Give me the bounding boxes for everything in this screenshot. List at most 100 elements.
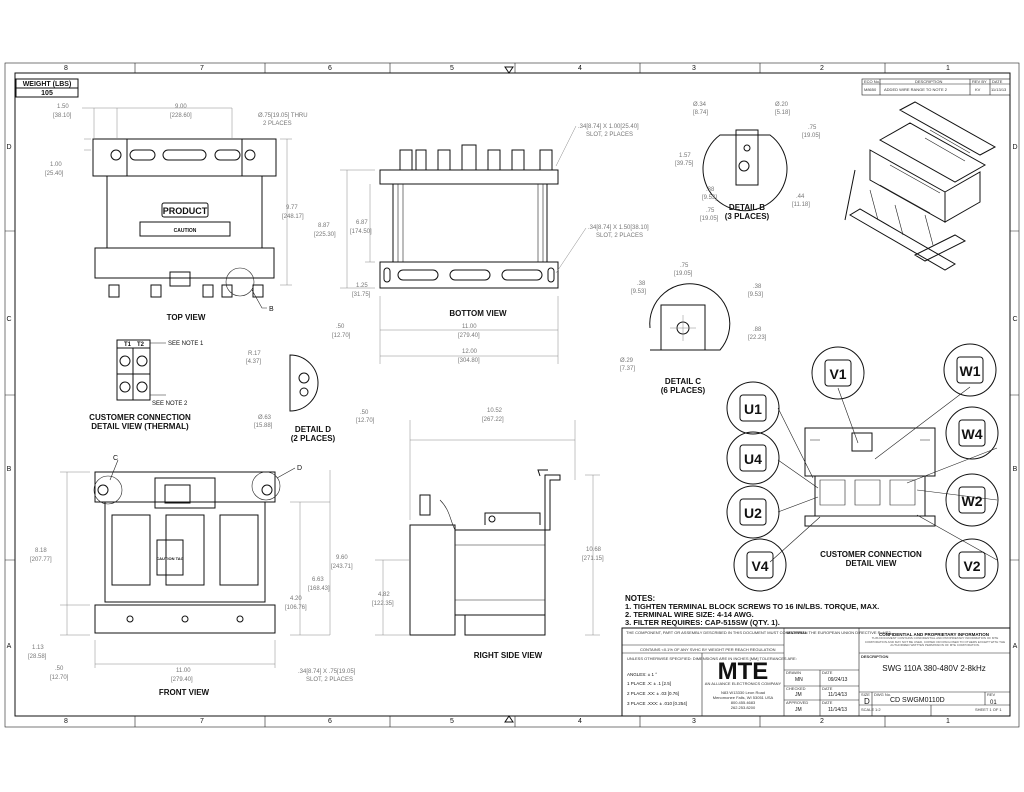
confidential-text: THIS DOCUMENT CONTAINS CONFIDENTIAL AND … xyxy=(864,637,1006,647)
title-block-drawn-label-text: DRAWN xyxy=(786,670,801,675)
right-side-view: RIGHT SIDE VIEW xyxy=(409,469,561,660)
dimensions-f-960-0-text: 9.60 xyxy=(336,555,348,561)
revision-row-1-text: ADDED WIRE RANGE TO NOTE 2 xyxy=(884,87,948,92)
sheet-zones-rows-0-text: D xyxy=(6,144,11,151)
mte-logo: MTE xyxy=(718,658,769,685)
terminals-8-text: V4 xyxy=(751,558,768,574)
sheet-zones-rows-1-text: C xyxy=(1012,316,1017,323)
title-block-checked-label-text: CHECKED xyxy=(786,686,806,691)
dimensions-c-038a-1-text: [9.53] xyxy=(631,289,646,295)
dimensions-c-075-1-text: [19.05] xyxy=(674,271,693,277)
front-view-dimensions: 8.18 [207.77] 1.13 [28.58] .50 [12.70] 1… xyxy=(28,470,356,683)
sheet-zones-cols-2-text: 6 xyxy=(328,65,332,72)
dimensions-f-818-1-text: [207.77] xyxy=(30,557,52,563)
dimensions-b-020-0-text: Ø.20 xyxy=(775,102,789,108)
dimensions-bot-050-0-text: .50 xyxy=(336,324,345,330)
dimensions-f-1100-0-text: 11.00 xyxy=(176,668,191,674)
dimensions-bot-687-1-text: [174.50] xyxy=(350,229,372,235)
terminals-4-text: U4 xyxy=(744,451,762,467)
title-block-tol3-text: 3 PLACE .XXX: ± .010 [0.254] xyxy=(627,701,687,706)
dimensions-b-038-1-text: [9.53] xyxy=(702,195,717,201)
revision-headers-1-text: DESCRIPTION xyxy=(915,79,942,84)
views-detail-c-1-text: (6 PLACES) xyxy=(661,386,706,395)
terminal-callouts: V1 W1 U1 W4 U4 W2 U2 V2 V4 xyxy=(726,343,999,592)
dimensions-f-663-1-text: [168.43] xyxy=(308,586,330,592)
terminal-v4: V4 xyxy=(733,538,787,592)
revision-headers-2-text: REV BY xyxy=(972,79,987,84)
sheet-zones-cols-1-text: 7 xyxy=(200,65,204,72)
views-bottom-text: BOTTOM VIEW xyxy=(449,309,507,318)
dimensions-slot1-1-text: SLOT, 2 PLACES xyxy=(586,132,633,138)
detail-c: DETAIL C (6 PLACES) .75 [19.05] .38 [9.5… xyxy=(620,263,767,395)
dimensions-bot-887-1-text: [225.30] xyxy=(314,232,336,238)
dimensions-top-150-1-text: 1.50 xyxy=(57,104,69,110)
sheet-zones-cols-7-text: 1 xyxy=(946,718,950,725)
dimensions-b-075a-0-text: .75 xyxy=(808,125,817,131)
dimensions-bot-1200-1-text: [304.80] xyxy=(458,358,480,364)
dimensions-c-029-1-text: [7.37] xyxy=(620,366,635,372)
views-cust-detail-1-text: DETAIL VIEW xyxy=(846,559,897,568)
dimensions-bot-1100-0-text: 11.00 xyxy=(462,324,477,330)
title-block-desc-label-text: DESCRIPTION xyxy=(861,654,888,659)
sheet-zones-cols-4-text: 4 xyxy=(578,65,582,72)
notes-items-2-text: 3. FILTER REQUIRES: CAP-515SW (QTY. 1). xyxy=(625,618,780,627)
dimensions-top-977-1-text: [248.17] xyxy=(282,214,304,220)
labels-product-text: PRODUCT xyxy=(163,206,208,216)
dimensions-b-020-1-text: [5.18] xyxy=(775,110,790,116)
sheet-zones-rows-0-text: D xyxy=(1012,144,1017,151)
dimensions-c-075-0-text: .75 xyxy=(680,263,689,269)
dimensions-f-818-0-text: 8.18 xyxy=(35,548,47,554)
dimensions-f-420-0-text: 4.20 xyxy=(290,596,302,602)
views-detail-b-1-text: (3 PLACES) xyxy=(725,212,770,221)
title-block-date-label-text: DATE xyxy=(822,670,833,675)
dimensions-f-663-0-text: 6.63 xyxy=(312,577,324,583)
dimensions-bot-1100-1-text: [279.40] xyxy=(458,333,480,339)
terminal-u4: U4 xyxy=(726,431,780,485)
title-block-reach-text: CONTAINS <0.1% OF ANY SVHC BY WEIGHT PER… xyxy=(640,647,776,652)
zone-column-labels: 8 7 6 5 4 3 2 1 8 7 6 5 4 3 2 1 xyxy=(64,65,950,725)
dimensions-c-038a-0-text: .38 xyxy=(637,281,646,287)
dimensions-top-977-0-text: 9.77 xyxy=(286,205,298,211)
terminals-5-text: W2 xyxy=(962,493,983,509)
notes-title-text: NOTES: xyxy=(625,594,655,603)
isometric-view xyxy=(844,101,997,271)
views-right-side-text: RIGHT SIDE VIEW xyxy=(474,651,543,660)
sheet-zones-cols-7-text: 1 xyxy=(946,65,950,72)
title-block-address-2-text: 800.455.4683 xyxy=(731,700,756,705)
revision-headers-0-text: ECO No. xyxy=(864,79,880,84)
notes-items-0-text: 1. TIGHTEN TERMINAL BLOCK SCREWS TO 16 I… xyxy=(625,602,879,611)
title-block-tol-head-text: UNLESS OTHERWISE SPECIFIED: DIMENSIONS A… xyxy=(627,656,797,661)
terminals-0-text: V1 xyxy=(829,366,846,382)
title-block-scale-label-text: SCALE xyxy=(861,707,874,712)
labels-see-note-1-text: SEE NOTE 1 xyxy=(168,341,204,347)
title-block-size-label-text: SIZE xyxy=(861,692,870,697)
dimensions-f-113-0-text: 1.13 xyxy=(32,645,44,651)
labels-t1-text: T1 xyxy=(124,342,132,348)
terminal-u1: U1 xyxy=(726,381,780,435)
sheet-zones-cols-3-text: 5 xyxy=(450,65,454,72)
dimensions-b-075a-1-text: [19.05] xyxy=(802,133,821,139)
title-block-approved-text: JM xyxy=(795,707,802,713)
labels-callout-d-text: D xyxy=(297,465,302,472)
title-block-approved-label-text: APPROVED xyxy=(786,700,808,705)
terminals-2-text: U1 xyxy=(744,401,762,417)
dimensions-b-157-1-text: [39.75] xyxy=(675,161,694,167)
terminals-6-text: U2 xyxy=(744,505,762,521)
dimensions-c-029-0-text: Ø.29 xyxy=(620,358,634,364)
dimensions-d-050-0-text: .50 xyxy=(360,410,369,416)
title-block-checked-text: JM xyxy=(795,692,802,698)
terminal-w4: W4 xyxy=(945,406,999,460)
dimensions-f-960-1-text: [243.71] xyxy=(331,564,353,570)
dimensions-d-063-1-text: [15.88] xyxy=(254,423,273,429)
labels-t2-text: T2 xyxy=(137,342,145,348)
title-block-description-text: SWG 110A 380-480V 2-8kHz xyxy=(882,664,985,673)
dimensions-f-1100-1-text: [279.40] xyxy=(171,677,193,683)
dimensions-r-1068-0-text: 10.68 xyxy=(586,547,602,553)
dimensions-f-113-1-text: [28.58] xyxy=(28,654,47,660)
top-view: PRODUCT CAUTION B TOP VIEW xyxy=(92,138,277,322)
title-block-tol1-text: 1 PLACE .X: ± .1 [2.5] xyxy=(627,681,671,686)
customer-connection-detail: CUSTOMER CONNECTION DETAIL VIEW xyxy=(769,386,998,568)
sheet-zones-rows-2-text: B xyxy=(7,466,12,473)
dimensions-bot-125-1-text: [31.75] xyxy=(352,292,371,298)
